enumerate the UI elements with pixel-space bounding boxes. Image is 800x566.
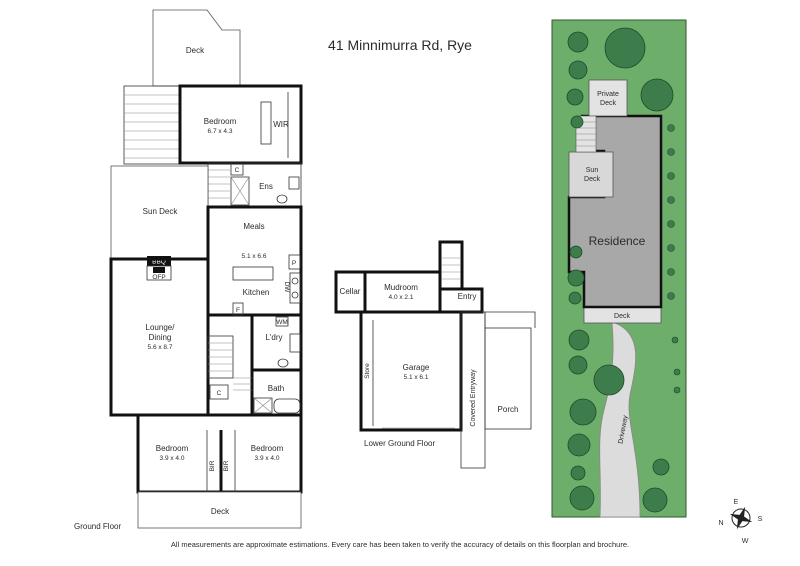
stairs-internal bbox=[207, 335, 234, 379]
lower-ground-floor-plan: Cellar Mudroom 4.0 x 2.1 Entry Store Gar… bbox=[334, 240, 536, 469]
meals-dim: 5.1 x 6.6 bbox=[242, 253, 267, 260]
private-deck-label-2: Deck bbox=[600, 100, 616, 107]
bir-2-label: BIR bbox=[223, 460, 230, 471]
wir-label: WIR bbox=[273, 120, 289, 129]
sun-deck-label: Sun Deck bbox=[143, 207, 179, 216]
store-label: Store bbox=[364, 363, 371, 379]
bedroom-3-dim: 3.9 x 4.0 bbox=[255, 455, 280, 462]
trees bbox=[566, 27, 674, 513]
kitchen-island bbox=[232, 266, 274, 281]
residence bbox=[567, 114, 663, 309]
bedroom-3-label: Bedroom bbox=[251, 444, 284, 453]
bedroom-main-label: Bedroom bbox=[204, 117, 237, 126]
washing-machine-label: WM bbox=[276, 319, 288, 326]
compass-e: E bbox=[734, 499, 739, 506]
residence-label: Residence bbox=[589, 234, 646, 248]
sun-deck bbox=[110, 165, 209, 260]
cupboard-c2: C bbox=[217, 390, 222, 397]
garage-dim: 5.1 x 6.1 bbox=[404, 374, 429, 381]
lower-stairs bbox=[438, 240, 464, 291]
deck-bottom-label: Deck bbox=[211, 507, 230, 516]
private-deck-label: Private bbox=[597, 91, 619, 98]
wardrobe-rail bbox=[260, 101, 272, 145]
fridge-label: F bbox=[236, 307, 240, 314]
bbq bbox=[147, 256, 171, 266]
site-sun-deck bbox=[568, 151, 614, 198]
pantry-label: P bbox=[292, 260, 296, 267]
page-title: 41 Minnimurra Rd, Rye bbox=[328, 37, 472, 53]
bedroom-2-dim: 3.9 x 4.0 bbox=[160, 455, 185, 462]
compass: E N S W bbox=[718, 499, 762, 545]
bir-1-label: BIR bbox=[209, 460, 216, 471]
lower-ground-floor-label: Lower Ground Floor bbox=[364, 439, 435, 448]
ofp-label: OFP bbox=[152, 274, 165, 281]
stairs-ens bbox=[208, 169, 230, 199]
bedroom-2-label: Bedroom bbox=[156, 444, 189, 453]
stairs-top-left bbox=[123, 85, 181, 165]
site-deck-label: Deck bbox=[614, 313, 630, 320]
porch-label: Porch bbox=[498, 405, 519, 414]
bath-label: Bath bbox=[268, 384, 284, 393]
lounge-label-2: Dining bbox=[149, 333, 172, 342]
site-sun-deck-label-2: Deck bbox=[584, 176, 600, 183]
site-sun-deck-label: Sun bbox=[586, 167, 599, 174]
compass-s: S bbox=[758, 516, 763, 523]
deck-bottom bbox=[137, 491, 302, 529]
laundry-label: L'dry bbox=[265, 333, 282, 342]
cupboard-c1: C bbox=[235, 167, 240, 174]
site-plan: Driveway Deck Residence Sun Deck Private… bbox=[551, 19, 687, 518]
dishwasher-label: DW bbox=[283, 282, 290, 294]
covered-entryway-label: Covered Entryway bbox=[470, 369, 477, 427]
garage-label: Garage bbox=[403, 363, 430, 372]
meals-label: Meals bbox=[243, 222, 264, 231]
ground-floor-label: Ground Floor bbox=[74, 522, 121, 531]
lounge-label: Lounge/ bbox=[146, 323, 176, 332]
kitchen-label: Kitchen bbox=[243, 288, 270, 297]
driveway-label: Driveway bbox=[618, 414, 630, 444]
mudroom-dim: 4.0 x 2.1 bbox=[389, 294, 414, 301]
stairs-bath bbox=[233, 377, 252, 391]
shrubs bbox=[667, 124, 681, 394]
mudroom bbox=[363, 270, 442, 314]
deck-top-label: Deck bbox=[186, 46, 205, 55]
bbq-label: BBQ bbox=[152, 259, 166, 266]
entry-label: Entry bbox=[458, 292, 477, 301]
ground-floor-plan: Deck Bedroom 6.7 x 4.3 WIR C Ens bbox=[74, 9, 303, 531]
compass-n: N bbox=[718, 520, 723, 527]
lounge-dim: 5.6 x 8.7 bbox=[148, 344, 173, 351]
bedroom-main-dim: 6.7 x 4.3 bbox=[208, 128, 233, 135]
compass-w: W bbox=[742, 538, 749, 545]
cellar-label: Cellar bbox=[340, 287, 361, 296]
porch bbox=[484, 327, 532, 430]
disclaimer: All measurements are approximate estimat… bbox=[171, 540, 629, 549]
mudroom-label: Mudroom bbox=[384, 283, 418, 292]
private-deck bbox=[588, 79, 628, 117]
ens-label: Ens bbox=[259, 182, 273, 191]
